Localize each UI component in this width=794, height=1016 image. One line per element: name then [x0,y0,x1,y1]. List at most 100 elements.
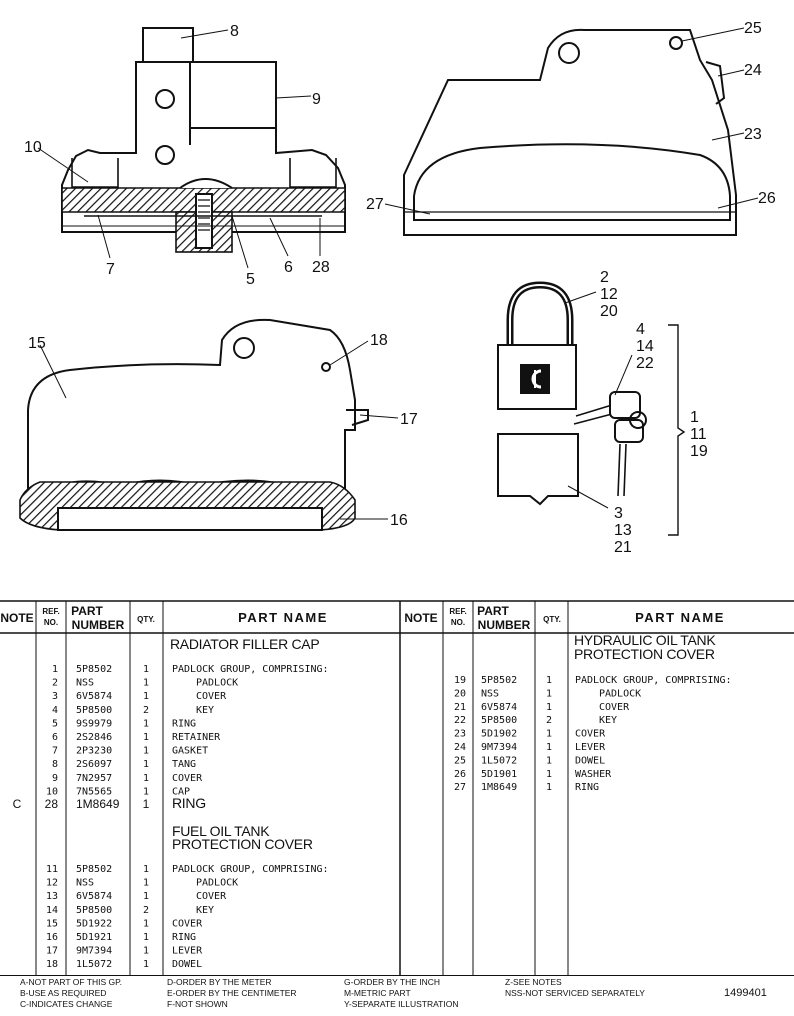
section-title-hydraulic-2: PROTECTION COVER [574,646,715,662]
legend-e: E-ORDER BY THE CENTIMETER [167,988,297,998]
callout-10: 10 [24,139,42,156]
row-ref: 11 [46,864,58,875]
fuel-tank-cover-drawing [19,318,399,531]
row-ref: 26 [454,769,466,780]
row-part-number: 9M7394 [76,946,112,957]
callout-6: 6 [284,259,293,276]
row-qty: 1 [143,959,149,970]
legend-d: D-ORDER BY THE METER [167,977,272,987]
legend-f: F-NOT SHOWN [167,999,228,1009]
row-part-number: 7N2957 [76,773,112,784]
table-header-left: NOTE REF. NO. PART NUMBER QTY. PART NAME [0,604,328,632]
row-part-name: CAP [172,786,190,797]
parts-table: NOTE REF. NO. PART NUMBER QTY. PART NAME… [0,600,794,975]
row-ref: 24 [454,742,466,753]
callout-7: 7 [106,261,115,278]
row-qty: 1 [546,782,552,793]
row-ref: 23 [454,729,466,740]
padlock-group-drawing [497,281,686,536]
row-qty: 1 [546,675,552,686]
row-ref: 20 [454,688,466,699]
legend-col-1: A-NOT PART OF THIS GP. B-USE AS REQUIRED… [20,977,122,1010]
section-title-fuel-1: FUEL OIL TANK [172,823,270,839]
row-ref: 19 [454,675,466,686]
row-qty: 1 [546,742,552,753]
row-part-name: DOWEL [172,959,202,970]
row-ref: 14 [46,905,58,916]
row-qty: 1 [143,932,149,943]
header-ref-2: NO. [44,618,58,627]
row-part-number: 6V5874 [76,691,112,702]
callout-numbers: 8 9 10 7 5 6 28 25 24 23 27 26 15 18 17 … [24,20,776,556]
row-part-number: 1L5072 [481,755,517,766]
row-qty: 1 [143,718,149,729]
row-part-name: WASHER [575,769,612,780]
table-row: 27 1M8649 1 RING [454,782,599,793]
row-part-number: 2P3230 [76,746,112,757]
row-part-number: 5P8502 [76,864,112,875]
header-qty: QTY. [137,615,155,624]
row-qty: 1 [143,878,149,889]
row-qty: 1 [143,786,149,797]
radiator-filler-cap-drawing [37,27,346,269]
row-ref: 1 [52,664,58,675]
row-qty: 1 [143,797,150,811]
row-qty: 1 [143,918,149,929]
row-part-number: 2S6097 [76,759,112,770]
legend-col-3: G-ORDER BY THE INCH M-METRIC PART Y-SEPA… [344,977,458,1010]
row-part-name: RING [172,718,196,729]
callout-8: 8 [230,23,239,40]
row-qty: 1 [143,946,149,957]
row-part-name: RING [172,932,196,943]
row-part-name: LEVER [575,742,606,753]
row-part-name: DOWEL [575,755,605,766]
header-note: NOTE [0,611,33,625]
header-ref-right-1: REF. [449,607,466,616]
header-part-right-1: PART [477,604,509,618]
header-note-right: NOTE [404,611,437,625]
row-part-number: 5P8500 [481,715,517,726]
row-ref: 15 [46,918,58,929]
row-ref: 27 [454,782,466,793]
legend-a: A-NOT PART OF THIS GP. [20,977,123,987]
row-qty: 1 [546,755,552,766]
row-part-name: RETAINER [172,732,221,743]
callout-3: 3 [614,505,623,522]
row-part-name: RING [575,782,599,793]
legend-col-2: D-ORDER BY THE METER E-ORDER BY THE CENT… [167,977,297,1010]
header-part-1: PART [71,604,103,618]
row-part-name: KEY [599,715,617,726]
row-part-number: 5D1922 [76,918,112,929]
row-part-name: KEY [196,705,214,716]
callout-5: 5 [246,271,255,288]
row-part-number: 6V5874 [76,891,112,902]
row-qty: 1 [143,691,149,702]
row-qty: 1 [143,678,149,689]
callout-26: 26 [758,190,776,207]
row-part-number: 7N5565 [76,786,112,797]
row-qty: 1 [143,746,149,757]
header-part-name: PART NAME [238,610,328,625]
row-ref: 3 [52,691,58,702]
row-qty: 2 [546,715,552,726]
row-qty: 2 [143,905,149,916]
row-part-name: PADLOCK [196,878,238,889]
row-qty: 1 [143,773,149,784]
hydraulic-tank-cover-drawing [384,27,759,236]
row-part-name: PADLOCK GROUP, COMPRISING: [172,864,329,875]
parts-illustration: 8 9 10 7 5 6 28 25 24 23 27 26 15 18 17 … [19,20,776,556]
header-ref-right-2: NO. [451,618,465,627]
header-qty-right: QTY. [543,615,561,624]
row-ref: 6 [52,732,58,743]
row-part-number: 1M8649 [481,782,517,793]
row-ref: 18 [46,959,58,970]
